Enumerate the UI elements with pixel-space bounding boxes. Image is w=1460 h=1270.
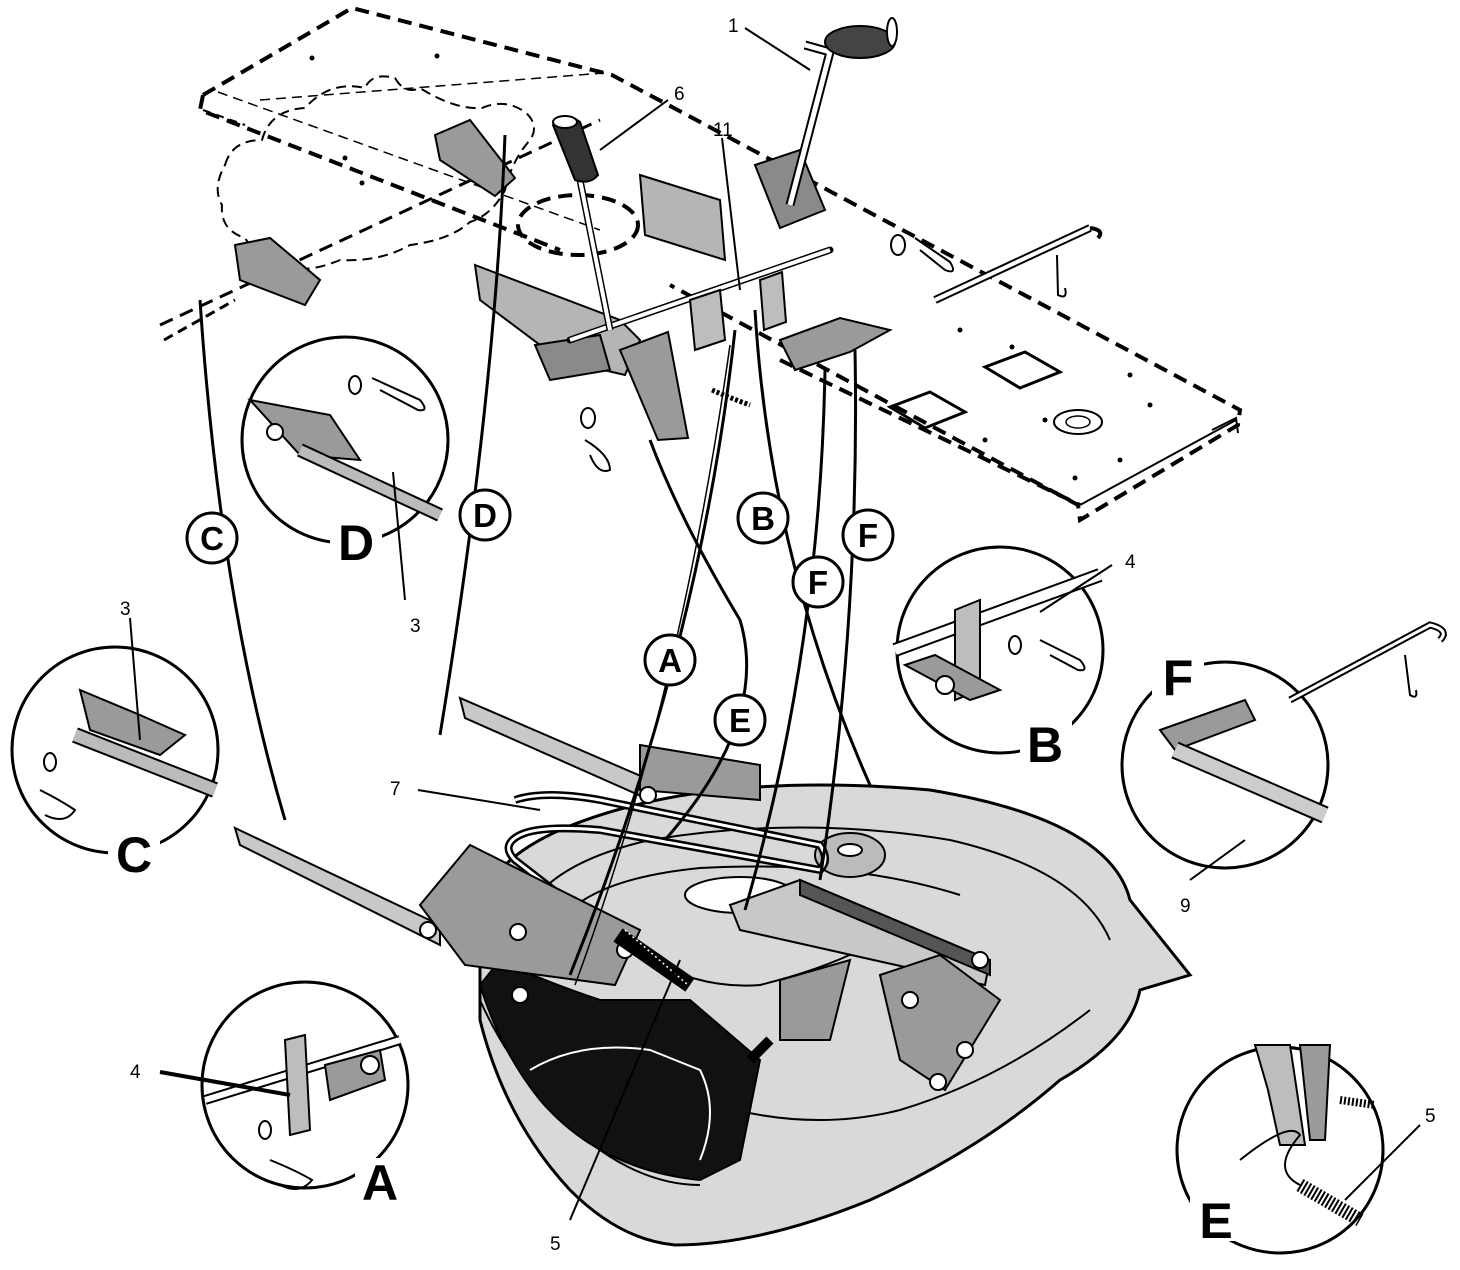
cable-marker-f-right: F — [858, 517, 878, 554]
part-number-6: 6 — [674, 84, 685, 105]
drive-belt — [504, 791, 829, 899]
part-number-1: 1 — [728, 16, 739, 37]
cable-marker-b: B — [751, 500, 775, 537]
part-number-3-detail-d: 3 — [410, 616, 421, 637]
detail-label-f: F — [1163, 650, 1194, 706]
part-number-5-bottom: 5 — [550, 1234, 561, 1255]
detail-view-b — [892, 545, 1105, 755]
detail-label-c: C — [116, 827, 152, 883]
detail-label-e: E — [1199, 1193, 1232, 1249]
part-number-3-detail-c: 3 — [120, 599, 131, 620]
detail-label-b: B — [1027, 717, 1063, 773]
leader-lines — [129, 27, 1421, 1221]
part-number-labels: 1 6 11 3 3 4 4 7 9 5 5 — [120, 16, 1436, 1255]
detail-view-f — [1120, 621, 1447, 870]
part-number-5-detail-e: 5 — [1425, 1106, 1436, 1127]
deck-hangers — [233, 696, 1002, 1092]
part-number-4-detail-a: 4 — [130, 1062, 141, 1083]
cable-markers: C D B F F A E — [185, 488, 895, 747]
cable-marker-e: E — [729, 702, 751, 739]
part-number-11: 11 — [713, 120, 733, 141]
part-number-7: 7 — [390, 779, 401, 800]
cable-marker-c: C — [200, 520, 224, 557]
cable-marker-d: D — [473, 497, 497, 534]
part-number-4-detail-b: 4 — [1125, 552, 1136, 573]
detail-view-c — [10, 645, 220, 855]
detail-view-labels: D C B F A E — [108, 515, 1242, 1249]
detail-view-a — [200, 980, 410, 1190]
part-number-9: 9 — [1180, 896, 1191, 917]
lift-linkage — [233, 17, 1103, 442]
detail-view-d — [240, 335, 450, 545]
cable-marker-f-left: F — [808, 564, 828, 601]
detail-label-a: A — [362, 1155, 398, 1211]
hairpin-clips — [580, 234, 1067, 472]
detail-label-d: D — [338, 515, 374, 571]
cable-marker-a: A — [658, 642, 682, 679]
